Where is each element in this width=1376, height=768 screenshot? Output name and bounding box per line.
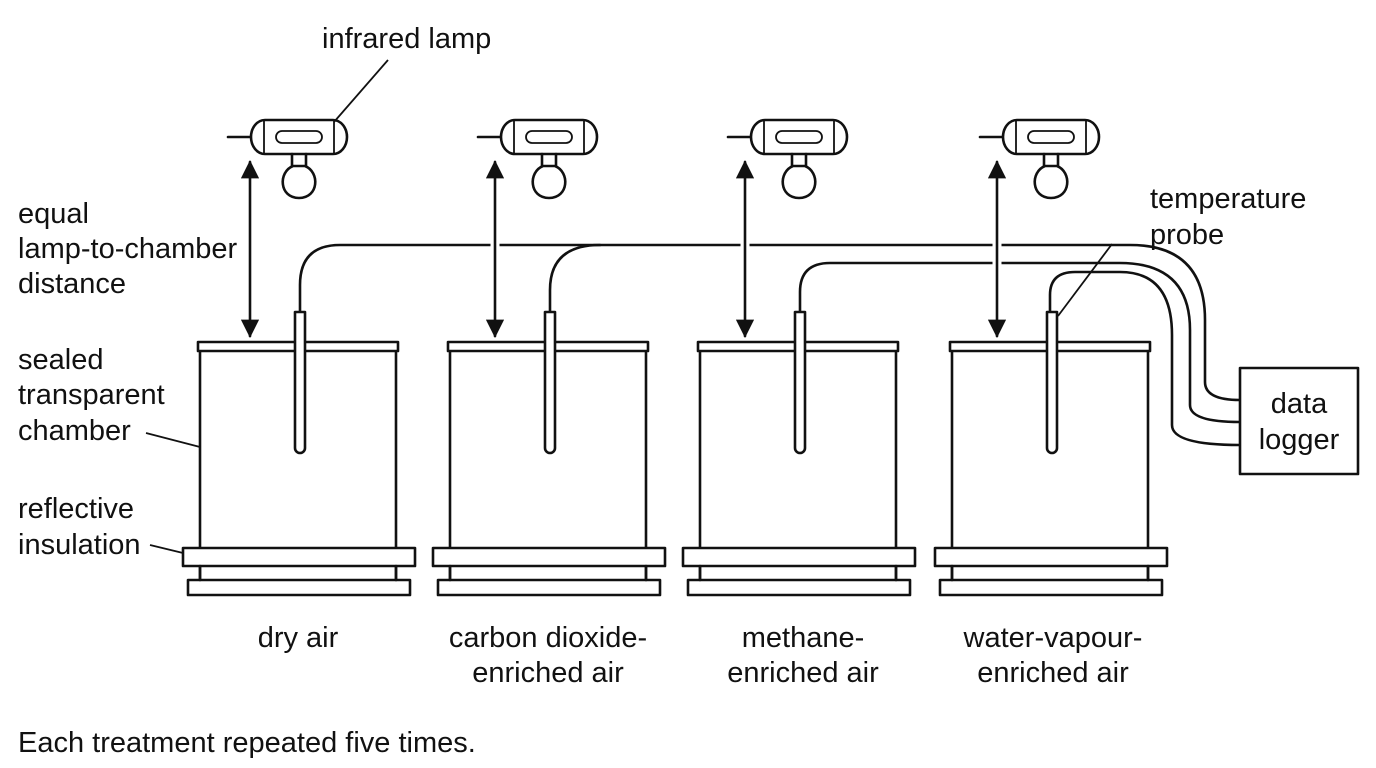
temperature-probe-4 xyxy=(1045,310,1059,455)
infrared-lamp-2 xyxy=(476,118,599,200)
footnote: Each treatment repeated five times. xyxy=(18,727,476,759)
lamp-leader-line xyxy=(333,59,389,123)
distance-label-line-1: equal xyxy=(18,198,89,230)
insulation-label-line-1: reflective xyxy=(18,493,134,525)
chamber-label-line-2: transparent xyxy=(18,379,165,411)
temperature-probe-2 xyxy=(543,310,557,455)
data-logger: data logger xyxy=(1238,366,1360,476)
infrared-lamp-3 xyxy=(726,118,849,200)
insulation-leader-line xyxy=(149,544,184,554)
chamber-3 xyxy=(681,310,917,597)
temperature-probe-1 xyxy=(293,310,307,455)
insulation-label-line-2: insulation xyxy=(18,529,141,561)
chamber-label-line-1: sealed xyxy=(18,344,103,376)
probe-cables xyxy=(298,243,1242,447)
temperature-probe-3 xyxy=(793,310,807,455)
distance-label-line-2: lamp-to-chamber xyxy=(18,233,238,265)
distance-arrows xyxy=(240,160,1007,338)
treatment-2-caption-line-1: carbon dioxide- xyxy=(449,622,647,654)
chamber-1 xyxy=(181,310,417,597)
treatment-3-caption-line-1: methane- xyxy=(742,622,865,654)
treatment-4-caption-line-2: enriched air xyxy=(977,657,1129,689)
leader-lines xyxy=(145,59,1113,554)
chamber-4 xyxy=(933,310,1169,597)
infrared-lamp-4 xyxy=(978,118,1101,200)
treatment-1-caption: dry air xyxy=(258,622,339,654)
chamber-label-line-3: chamber xyxy=(18,415,131,447)
treatment-4-caption-line-1: water-vapour- xyxy=(963,622,1143,654)
chamber-leader-line xyxy=(145,432,201,448)
chamber-2 xyxy=(431,310,667,597)
infrared-lamp-label: infrared lamp xyxy=(322,23,491,55)
data-logger-label-line-1: data xyxy=(1271,388,1328,420)
distance-label-line-3: distance xyxy=(18,268,126,300)
data-logger-label-line-2: logger xyxy=(1259,424,1340,456)
probe-label-line-1: temperature xyxy=(1150,183,1306,215)
treatment-2-caption-line-2: enriched air xyxy=(472,657,624,689)
infrared-lamp-1 xyxy=(226,118,349,200)
probe-leader-line xyxy=(1057,243,1113,317)
treatment-3-caption-line-2: enriched air xyxy=(727,657,879,689)
probe-label-line-2: probe xyxy=(1150,219,1224,251)
